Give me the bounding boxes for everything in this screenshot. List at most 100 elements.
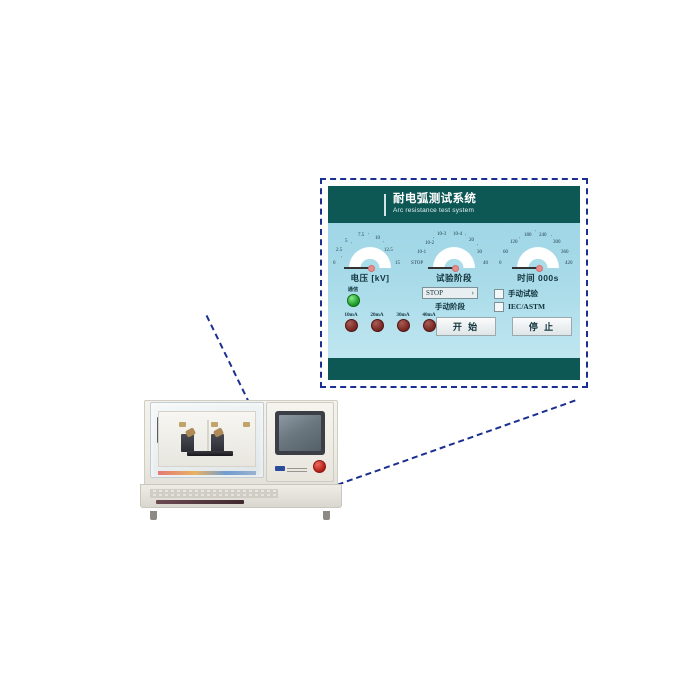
brand-logo-icon xyxy=(275,466,285,471)
hmi-footer xyxy=(328,358,580,380)
tick-mark: ' xyxy=(433,237,434,243)
gauge-tick: 120 xyxy=(510,240,518,245)
control-area: 通信 10mA 20mA 30mA xyxy=(328,285,580,358)
electrode-holder xyxy=(181,434,194,452)
callout-connector-bottom xyxy=(328,399,576,489)
current-lamp-10ma: 10mA xyxy=(338,312,364,332)
gauge-hub xyxy=(451,265,459,272)
comm-lamp xyxy=(346,294,360,307)
hmi-panel: 耐电弧测试系统 Arc resistance test system 0 2.5… xyxy=(328,186,580,380)
current-lamp-label: 30mA xyxy=(396,312,410,318)
current-lamp-20ma: 20mA xyxy=(364,312,390,332)
gauge-tick: 240 xyxy=(539,233,547,238)
gauge-tick: 10-4 xyxy=(453,232,463,237)
checkbox-manual-test[interactable]: 手动试验 xyxy=(494,287,545,300)
settings-row: STOP › 手动阶段 手动试验 xyxy=(422,287,572,313)
gauge-tick: 360 xyxy=(561,250,569,255)
current-lamp-label: 10mA xyxy=(344,312,358,318)
chamber-stripe xyxy=(158,471,256,475)
gauge-tick: 15 xyxy=(395,261,400,266)
gauge-dial xyxy=(349,247,391,268)
title-accent-bar xyxy=(384,193,386,216)
gauge-time: 0 60 120 180 240 300 360 420 ' ' ' xyxy=(499,229,577,287)
settings-cluster: STOP › 手动阶段 手动试验 xyxy=(422,287,572,313)
gauge-hub xyxy=(535,265,543,272)
gauge-tick: 420 xyxy=(565,261,573,266)
checkbox-box-icon[interactable] xyxy=(494,301,504,312)
current-lamp-40ma: 40mA xyxy=(416,312,442,332)
checkbox-label: IEC/ASTM xyxy=(508,302,546,311)
emergency-stop-button[interactable] xyxy=(313,460,326,473)
current-lamp-30ma: 30mA xyxy=(390,312,416,332)
base-slot xyxy=(156,500,244,504)
hmi-header: 耐电弧测试系统 Arc resistance test system xyxy=(328,186,580,223)
gauge-tick: 40 xyxy=(483,261,488,266)
gauge-tick: 2.5 xyxy=(336,248,343,253)
fixture-clamp xyxy=(211,422,218,427)
gauge-tick: 5 xyxy=(345,239,348,244)
gauge-label-time: 时间 000s xyxy=(517,273,559,283)
checkbox-box-icon[interactable] xyxy=(494,288,504,299)
test-specimen xyxy=(187,451,233,456)
gauge-tick: 10-1 xyxy=(417,250,427,255)
manual-stage-select-value: STOP xyxy=(426,289,443,297)
current-lamp-label: 40mA xyxy=(422,312,436,318)
tick-mark: ' xyxy=(477,244,478,250)
chamber-divider xyxy=(207,420,209,454)
title-block: 耐电弧测试系统 Arc resistance test system xyxy=(384,193,476,216)
chevron-right-icon: › xyxy=(471,289,474,297)
gauge-tick: 10-3 xyxy=(437,232,447,237)
chamber-interior xyxy=(158,411,256,477)
machine-foot xyxy=(323,511,330,520)
machine-foot xyxy=(150,511,157,520)
gauge-tick: STOP xyxy=(411,261,424,266)
brand-name-text xyxy=(287,466,307,472)
tick-mark: ' xyxy=(551,235,552,241)
gauge-tick: 60 xyxy=(503,250,508,255)
checkbox-column: 手动试验 IEC/ASTM xyxy=(494,287,545,313)
gauge-tick: 20 xyxy=(469,238,474,243)
gauge-voltage: 0 2.5 5 7.5 10 12.5 15 ' ' ' ' xyxy=(331,229,409,287)
action-button-row: 开 始 停 止 xyxy=(436,317,572,336)
electrode-tip xyxy=(184,427,197,438)
gauge-test-stage: STOP 10-1 10-2 10-3 10-4 20 30 40 ' ' ' xyxy=(411,229,493,287)
gauge-needle xyxy=(344,267,370,269)
checkbox-iec-astm[interactable]: IEC/ASTM xyxy=(494,300,545,313)
machine-hmi-screen[interactable] xyxy=(275,411,325,455)
gauge-tick: 7.5 xyxy=(358,233,365,238)
stage-select-column: STOP › 手动阶段 xyxy=(422,287,484,312)
machine-control-panel xyxy=(266,402,334,482)
gauge-tick: 10 xyxy=(375,236,380,241)
gauge-label-voltage: 电压 [kV] xyxy=(350,273,390,283)
lamp-indicator xyxy=(370,319,384,332)
tick-mark: ' xyxy=(341,256,342,262)
page-title-cn: 耐电弧测试系统 xyxy=(393,193,477,205)
test-chamber xyxy=(150,402,264,478)
comm-label: 通信 xyxy=(347,287,359,293)
gauge-dial xyxy=(517,247,559,268)
ventilation-grille xyxy=(150,489,278,498)
hmi-callout-box: 耐电弧测试系统 Arc resistance test system 0 2.5… xyxy=(320,178,588,388)
fixture-clamp xyxy=(179,422,186,427)
comm-indicator: 通信 xyxy=(340,287,366,307)
current-lamp-row: 10mA 20mA 30mA 40mA xyxy=(338,312,442,332)
gauge-needle xyxy=(428,267,454,269)
gauge-tick: 12.5 xyxy=(384,248,393,253)
stop-button[interactable]: 停 止 xyxy=(512,317,572,336)
checkbox-label: 手动试验 xyxy=(508,289,538,298)
gauge-tick: 0 xyxy=(333,261,336,266)
gauge-row: 0 2.5 5 7.5 10 12.5 15 ' ' ' ' xyxy=(328,229,580,287)
manual-stage-select[interactable]: STOP › xyxy=(422,287,478,299)
tick-mark: ' xyxy=(368,233,369,239)
hmi-glass xyxy=(279,415,321,451)
start-button[interactable]: 开 始 xyxy=(436,317,496,336)
electrode-holder xyxy=(211,434,224,452)
gauge-label-test-stage: 试验阶段 xyxy=(435,273,472,283)
tick-mark: ' xyxy=(465,234,466,240)
fixture-clamp xyxy=(243,422,250,427)
gauge-tick: 30 xyxy=(477,250,482,255)
machine-photo xyxy=(136,392,344,520)
page-title-en: Arc resistance test system xyxy=(393,207,475,214)
tick-mark: ' xyxy=(519,237,520,243)
